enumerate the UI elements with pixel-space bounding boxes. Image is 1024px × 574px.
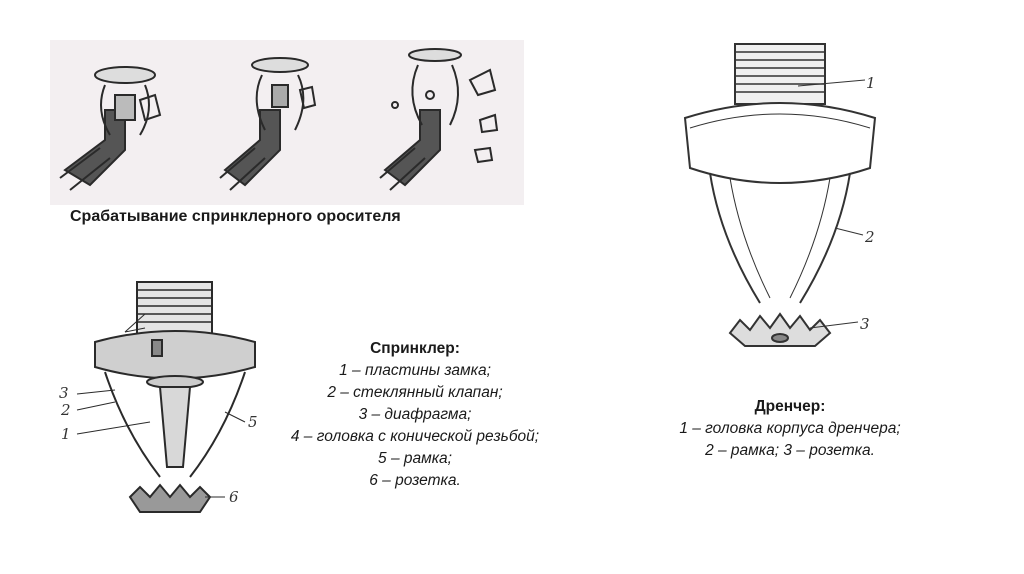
drencher-diagram: 1 2 3 xyxy=(683,43,877,347)
frame-arm-right xyxy=(189,371,246,478)
drencher-threaded-head xyxy=(734,43,826,105)
drencher-callout-2: 2 xyxy=(864,228,875,246)
sprinkler-activation-illustration xyxy=(50,40,524,205)
activation-caption: Срабатывание спринклерного оросителя xyxy=(70,208,401,225)
sprinkler-callout-6: 6 xyxy=(229,488,239,506)
frame-arm-left xyxy=(104,371,161,478)
drencher-legend-item: 1 – головка корпуса дренчера; xyxy=(679,420,901,437)
drencher-legend: Дренчер: 1 – головка корпуса дренчера; 2… xyxy=(640,396,940,462)
sprinkler-legend-item: 6 – розетка. xyxy=(369,472,461,489)
sprinkler-callout-1: 1 xyxy=(61,425,71,443)
sprinkler-legend-item: 4 – головка с конической резьбой; xyxy=(290,428,540,445)
drencher-callout-1: 1 xyxy=(866,74,876,92)
sprinkler-legend: Спринклер: 1 – пластины замка; 2 – стекл… xyxy=(250,338,580,492)
sprinkler-callout-5: 5 xyxy=(248,413,258,431)
sprinkler-legend-item: 5 – рамка; xyxy=(378,450,452,467)
sprinkler-drawing: 3 2 1 5 6 xyxy=(55,272,280,527)
sprinkler-callout-3: 3 xyxy=(59,384,69,402)
sprinkler-callout-2: 2 xyxy=(60,401,71,419)
threaded-head xyxy=(136,281,213,338)
activation-sequence-drawing xyxy=(59,48,499,191)
sprinkler-legend-item: 2 – стеклянный клапан; xyxy=(327,384,503,401)
drencher-frame-right xyxy=(799,172,851,304)
sprinkler-legend-item: 3 – диафрагма; xyxy=(358,406,472,423)
deflector xyxy=(128,483,212,513)
glass-valve xyxy=(158,386,192,468)
sprinkler-legend-item: 1 – пластины замка; xyxy=(339,362,491,379)
drencher-deflector xyxy=(728,312,832,347)
drencher-callout-3: 3 xyxy=(860,315,870,333)
stage-3-water-discharge xyxy=(379,48,499,191)
drencher-body-ring xyxy=(683,102,877,184)
drencher-frame-left xyxy=(709,172,761,304)
drencher-legend-item: 2 – рамка; 3 – розетка. xyxy=(705,442,875,459)
drencher-heading: Дренчер: xyxy=(754,398,826,415)
stage-1-intact-sprinkler xyxy=(59,66,162,191)
sprinkler-heading: Спринклер: xyxy=(370,340,460,357)
drencher-drawing: 1 2 3 xyxy=(660,38,900,360)
collar xyxy=(94,330,256,380)
sprinkler-diagram: 3 2 1 5 6 xyxy=(59,281,258,513)
stage-2-glass-breaking xyxy=(219,57,317,191)
